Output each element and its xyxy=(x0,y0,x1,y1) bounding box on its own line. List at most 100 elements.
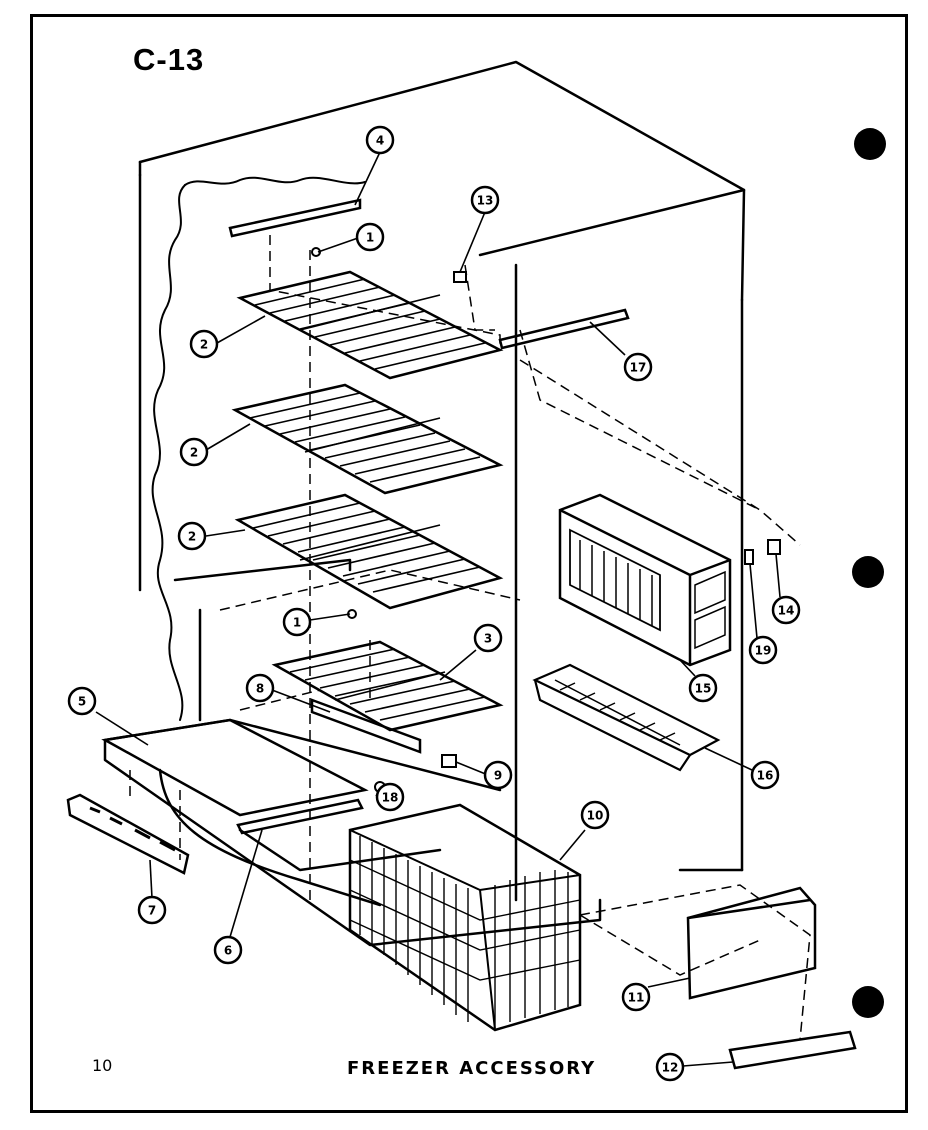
callout-label: 10 xyxy=(587,809,604,823)
callout-c16: 16 xyxy=(750,760,780,790)
leader-14 xyxy=(775,553,781,598)
cabinet-top-front xyxy=(138,160,746,257)
clip-13 xyxy=(453,271,467,283)
cabinet-bottom-front xyxy=(158,768,382,907)
callout-c14: 14 xyxy=(771,595,801,625)
wire-shelf-2c xyxy=(234,493,504,610)
callout-label: 1 xyxy=(366,231,374,245)
page-number: 10 xyxy=(92,1056,113,1075)
callout-c4: 4 xyxy=(365,125,395,155)
callout-c11: 11 xyxy=(621,982,651,1012)
leader-dash-box xyxy=(519,359,801,546)
control-panel-7 xyxy=(66,793,190,875)
callout-c5: 5 xyxy=(67,686,97,716)
callout-c1b: 1 xyxy=(282,607,312,637)
callout-circle xyxy=(688,673,718,703)
callout-label: 18 xyxy=(382,791,399,805)
basket-rail-8 xyxy=(310,698,422,754)
callout-c9: 9 xyxy=(483,760,513,790)
leader-dash-5 xyxy=(239,689,321,711)
leader-4 xyxy=(354,151,381,206)
leader-6 xyxy=(229,829,263,938)
clip-9 xyxy=(441,754,457,768)
callout-circle xyxy=(771,595,801,625)
front-rail-6 xyxy=(236,798,364,835)
callout-label: 19 xyxy=(755,644,772,658)
callout-c18: 18 xyxy=(375,782,405,812)
leader-1b xyxy=(309,613,351,621)
leader-dash-10 xyxy=(579,914,761,976)
wire-shelf-2b xyxy=(231,383,504,495)
wire-shelf-2a xyxy=(236,270,504,380)
callout-label: 4 xyxy=(376,134,384,148)
leader-dash-17 xyxy=(519,329,761,511)
ice-tray-16 xyxy=(532,663,721,757)
callout-label: 9 xyxy=(494,769,502,783)
callout-circle xyxy=(750,760,780,790)
callout-circle xyxy=(365,125,395,155)
callout-circle xyxy=(67,686,97,716)
callout-label: 15 xyxy=(695,682,712,696)
leader-2b xyxy=(205,423,251,451)
callout-c10: 10 xyxy=(580,800,610,830)
callout-c15: 15 xyxy=(688,673,718,703)
callout-label: 13 xyxy=(477,194,494,208)
liner-step xyxy=(173,558,352,722)
screw-19 xyxy=(744,549,754,565)
callout-c13: 13 xyxy=(470,185,500,215)
leader-9 xyxy=(455,761,489,776)
callout-label: 11 xyxy=(628,991,645,1005)
callout-label: 12 xyxy=(662,1061,679,1075)
binder-hole-bottom xyxy=(852,986,884,1018)
callout-c3: 3 xyxy=(473,623,503,653)
cabinet-bottom-floor xyxy=(238,828,442,872)
ice-box-15 xyxy=(558,493,732,667)
callout-circle xyxy=(748,635,778,665)
callout-label: 2 xyxy=(190,446,198,460)
leader-1a xyxy=(317,237,359,253)
leader-2c xyxy=(205,529,246,537)
leader-12 xyxy=(682,1061,734,1067)
callout-circle xyxy=(355,222,385,252)
leader-15 xyxy=(679,659,696,677)
callout-label: 2 xyxy=(188,530,196,544)
callout-label: 16 xyxy=(757,769,774,783)
diagram-title: C-13 xyxy=(133,42,205,77)
clip-14 xyxy=(767,539,781,555)
leader-3 xyxy=(439,649,477,681)
callout-circle xyxy=(470,185,500,215)
callout-circle xyxy=(245,673,275,703)
shelf-rail-4 xyxy=(228,198,362,238)
callout-circle xyxy=(179,437,209,467)
pan-front-11 xyxy=(686,886,817,1000)
page-frame xyxy=(30,14,908,1113)
callout-c1a: 1 xyxy=(355,222,385,252)
crisper-cover-5 xyxy=(101,718,369,817)
callout-label: 8 xyxy=(256,682,264,696)
callout-c7: 7 xyxy=(137,895,167,925)
binder-hole-middle xyxy=(852,556,884,588)
leader-7 xyxy=(149,859,153,899)
leader-13 xyxy=(459,211,486,273)
callout-circle xyxy=(623,352,653,382)
callout-label: 5 xyxy=(78,695,86,709)
leader-17 xyxy=(589,321,626,356)
callout-c8: 8 xyxy=(245,673,275,703)
leader-dash-11 xyxy=(579,884,811,1041)
callout-label: 14 xyxy=(778,604,795,618)
callout-label: 2 xyxy=(200,338,208,352)
leader-10 xyxy=(559,829,586,861)
leader-16 xyxy=(704,747,753,771)
diagram-caption: FREEZER ACCESSORY xyxy=(347,1058,597,1079)
callout-label: 6 xyxy=(224,944,232,958)
cutaway-torn-edge xyxy=(151,184,186,721)
callout-label: 3 xyxy=(484,632,492,646)
callout-circle xyxy=(473,623,503,653)
trim-strip-12 xyxy=(728,1030,857,1070)
leader-dash-lower xyxy=(219,569,521,611)
callout-c2b: 2 xyxy=(179,437,209,467)
callout-c12: 12 xyxy=(655,1052,685,1082)
